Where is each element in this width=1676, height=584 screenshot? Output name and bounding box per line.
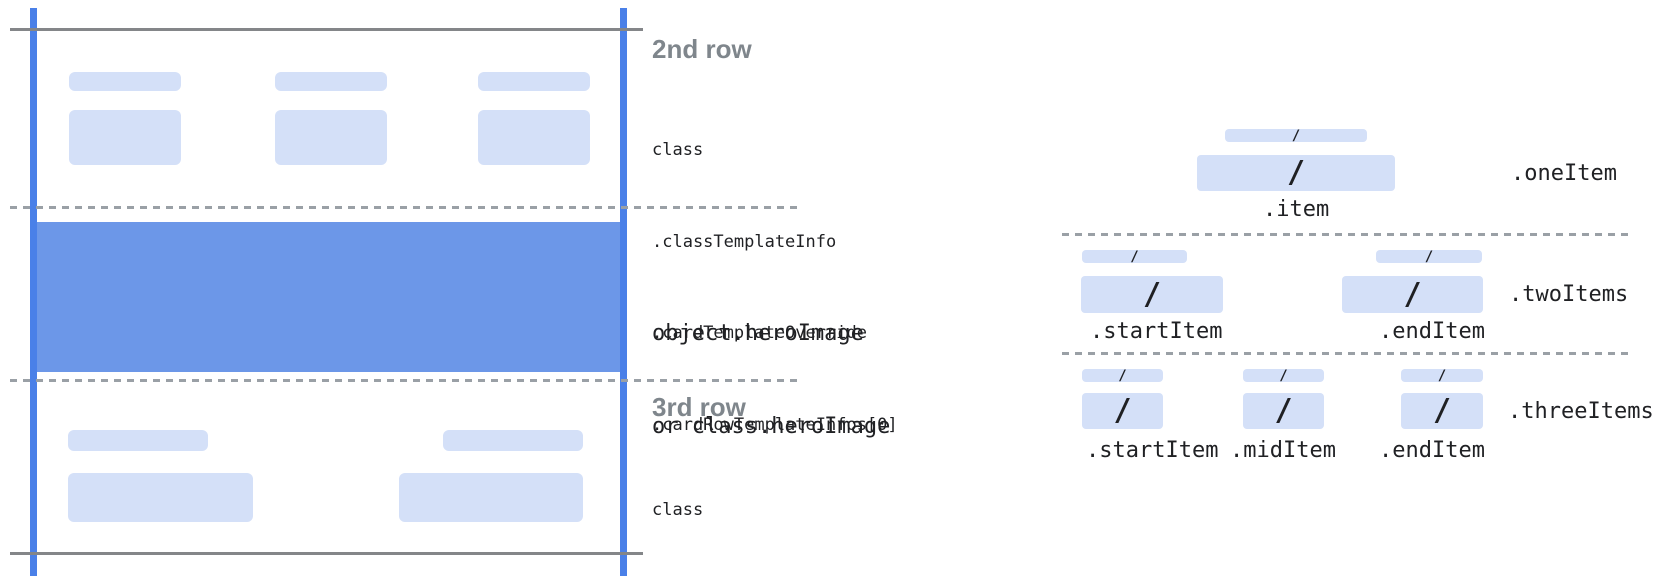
code-line: .cardTemplateOverride (652, 323, 867, 343)
hero-image-property-path: object.heroImage or class.heroImage (652, 256, 890, 504)
card-top-border-line (10, 28, 643, 31)
hero-image-block (37, 222, 620, 372)
three-items-end-value-bar: / (1401, 393, 1483, 429)
three-items-start-item-label: .startItem (1086, 438, 1219, 463)
three-items-start-label-bar: / (1082, 367, 1163, 384)
second-row-heading: 2nd row (652, 34, 752, 64)
third-row-property-path: class .classTemplateInfo .cardTemplateOv… (652, 434, 898, 584)
two-items-end-value-bar: / (1342, 276, 1483, 313)
slash-placeholder-glyph: / (1432, 393, 1452, 428)
slash-placeholder-glyph: / (1279, 367, 1288, 384)
three-items-mid-label-bar: / (1243, 367, 1324, 384)
code-line: object.heroImage (652, 321, 864, 346)
slash-placeholder-glyph: / (1142, 276, 1162, 312)
one-item-item-label: .item (1263, 197, 1330, 222)
one-item-row-label: .oneItem (1511, 161, 1617, 186)
slash-placeholder-glyph: / (1403, 276, 1422, 312)
three-items-mid-value-bar: / (1243, 393, 1324, 429)
slash-placeholder-glyph: / (1437, 367, 1447, 384)
one-item-value-bar: / (1197, 155, 1395, 191)
two-items-start-label-bar: / (1082, 248, 1187, 265)
second-row-col1-label-placeholder (69, 72, 181, 91)
item-layout-divider-dashed-line-2 (1062, 352, 1632, 355)
two-items-end-label-bar: / (1376, 248, 1482, 265)
row-divider-dashed-line-2 (10, 379, 798, 382)
slash-placeholder-glyph: / (1286, 155, 1306, 190)
second-row-col3-value-placeholder (478, 110, 590, 165)
code-line: class (652, 500, 704, 520)
two-items-row-label: .twoItems (1509, 282, 1629, 307)
code-line: .cardRowTemplateInfos[0] (652, 414, 898, 435)
third-row-heading: 3rd row (652, 392, 746, 422)
second-row-property-path: class .classTemplateInfo .cardTemplateOv… (652, 74, 898, 501)
card-left-guide-line (30, 8, 37, 576)
two-items-start-item-label: .startItem (1090, 319, 1223, 344)
one-item-label-bar: / (1225, 127, 1367, 144)
second-row-col1-value-placeholder (69, 110, 181, 165)
code-line: .classTemplateInfo (652, 231, 837, 252)
row-divider-dashed-line-1 (10, 206, 798, 209)
three-items-end-label-bar: / (1401, 367, 1483, 384)
three-items-mid-item-label: .midItem (1230, 438, 1336, 463)
item-layout-divider-dashed-line-1 (1062, 233, 1632, 236)
slash-placeholder-glyph: / (1130, 248, 1139, 265)
card-right-guide-line (620, 8, 627, 576)
slash-placeholder-glyph: / (1274, 393, 1293, 428)
third-row-end-value-placeholder (399, 473, 583, 522)
third-row-end-label-placeholder (443, 430, 583, 451)
two-items-end-item-label: .endItem (1379, 319, 1485, 344)
slash-placeholder-glyph: / (1424, 248, 1434, 265)
second-row-col2-value-placeholder (275, 110, 387, 165)
two-items-start-value-bar: / (1081, 276, 1223, 313)
slash-placeholder-glyph: / (1113, 393, 1132, 428)
card-bottom-border-line (10, 552, 643, 555)
three-items-row-label: .threeItems (1508, 399, 1654, 424)
three-items-start-value-bar: / (1082, 393, 1163, 429)
second-row-col2-label-placeholder (275, 72, 387, 91)
third-row-start-label-placeholder (68, 430, 208, 451)
second-row-col3-label-placeholder (478, 72, 590, 91)
code-line: or class.heroImage (652, 414, 891, 439)
slash-placeholder-glyph: / (1291, 127, 1301, 144)
code-line: class (652, 140, 704, 160)
third-row-start-value-placeholder (68, 473, 253, 522)
three-items-end-item-label: .endItem (1379, 438, 1485, 463)
slash-placeholder-glyph: / (1118, 367, 1127, 384)
